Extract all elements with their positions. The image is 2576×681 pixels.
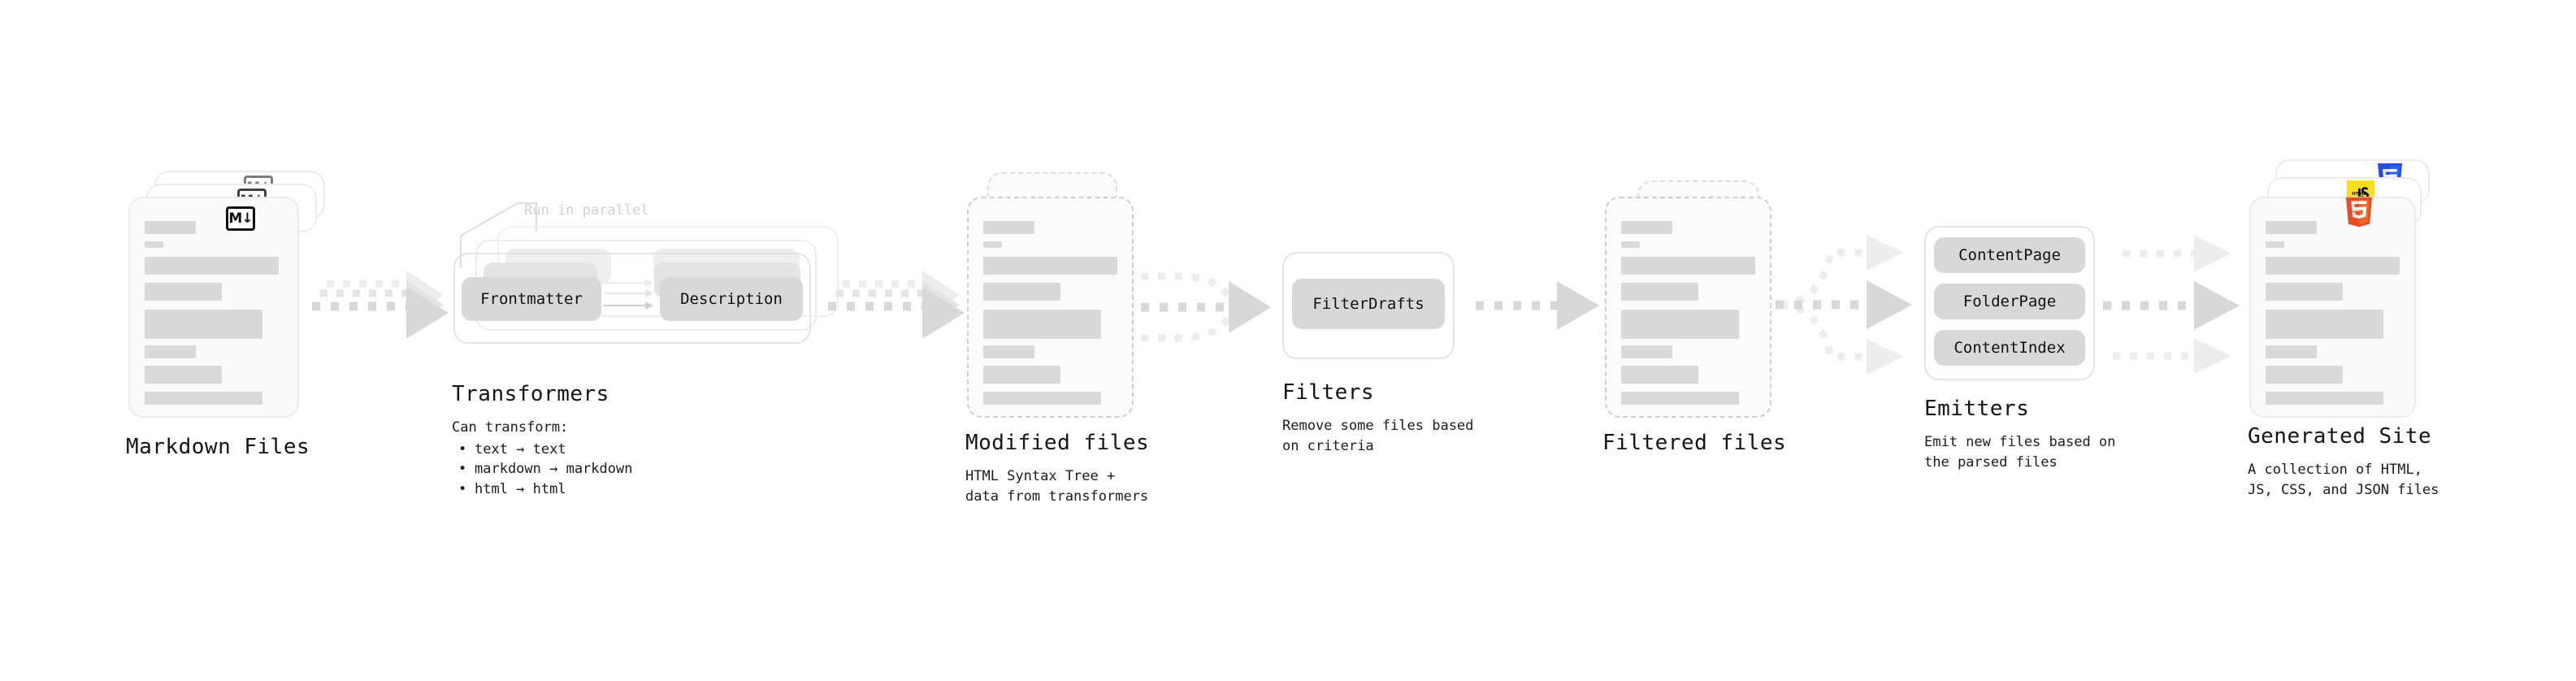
stage-title: Filtered files	[1602, 431, 1787, 455]
html5-icon: HTML	[2345, 192, 2373, 228]
transformer-chip-description[interactable]: Description	[660, 277, 803, 321]
caption-emitters: Emitters Emit new files based on the par…	[1924, 397, 2115, 472]
markdown-file-card-front	[128, 197, 299, 418]
stage-subtitle: Can transform:	[452, 419, 569, 436]
skeleton-line	[2266, 241, 2284, 248]
stage-subtitle: Emit new files based on the parsed files	[1924, 434, 2116, 471]
modified-file-card-front	[967, 197, 1134, 418]
stage-title: Filters	[1282, 380, 1375, 405]
transformer-chip-frontmatter[interactable]: Frontmatter	[462, 277, 601, 321]
list-item: markdown → markdown	[452, 459, 632, 479]
stage-subtitle: HTML Syntax Tree + data from transformer…	[965, 468, 1149, 505]
skeleton-line	[145, 283, 222, 301]
skeleton-line	[1621, 392, 1739, 405]
stage-title: Transformers	[452, 382, 609, 406]
connector-filters-to-filtered	[1476, 281, 1599, 330]
transform-list: text → text markdown → markdown html → h…	[452, 440, 632, 500]
skeleton-line	[983, 366, 1060, 384]
caption-modified-files: Modified files HTML Syntax Tree + data f…	[965, 431, 1149, 506]
skeleton-line	[2266, 345, 2317, 358]
list-item: text → text	[452, 440, 632, 460]
caption-markdown-files: Markdown Files	[126, 435, 310, 459]
skeleton-line	[145, 257, 279, 275]
skeleton-line	[983, 283, 1060, 301]
skeleton-line	[1621, 366, 1698, 384]
skeleton-line	[145, 221, 196, 234]
skeleton-line	[983, 241, 1002, 248]
list-item-label: text → text	[475, 440, 566, 458]
parallel-annotation: Run in parallel	[524, 202, 649, 219]
skeleton-line	[1621, 310, 1739, 339]
stage-title: Emitters	[1924, 397, 2030, 421]
list-item: html → html	[452, 479, 632, 500]
skeleton-line	[983, 257, 1117, 275]
stage-title: Modified files	[965, 431, 1150, 455]
emitter-chip-contentindex[interactable]: ContentIndex	[1934, 330, 2085, 366]
emitters-group	[1924, 226, 2095, 380]
skeleton-line	[2266, 283, 2343, 301]
skeleton-line	[2266, 257, 2400, 275]
chip-label: FolderPage	[1962, 293, 2057, 310]
stage-title: Generated Site	[2248, 424, 2432, 449]
caption-generated-site: Generated Site A collection of HTML, JS,…	[2248, 424, 2439, 500]
skeleton-line	[145, 241, 163, 248]
transformer-group-front	[453, 253, 811, 344]
skeleton-line	[1621, 257, 1755, 275]
chip-label: Frontmatter	[480, 290, 583, 308]
skeleton-line	[983, 345, 1034, 358]
list-item-label: markdown → markdown	[475, 461, 633, 478]
stage-title: Markdown Files	[126, 435, 310, 459]
skeleton-line	[983, 221, 1034, 234]
chip-label: ContentPage	[1958, 246, 2061, 264]
list-item-label: html → html	[475, 480, 566, 497]
markdown-icon: M↓	[226, 206, 255, 231]
chip-label: Description	[680, 290, 783, 308]
connector-markdown-to-transformers	[312, 271, 449, 339]
connector-transformers-to-modified	[828, 271, 965, 339]
filter-chip-filterdrafts[interactable]: FilterDrafts	[1292, 279, 1445, 329]
skeleton-line	[145, 345, 196, 358]
connector-emitters-to-site	[2103, 236, 2240, 374]
skeleton-line	[145, 366, 222, 384]
chip-label: FilterDrafts	[1312, 295, 1425, 313]
emitter-chip-folderpage[interactable]: FolderPage	[1934, 284, 2085, 319]
connector-filtered-to-emitters	[1776, 235, 1912, 375]
skeleton-line	[1621, 221, 1672, 234]
stage-subtitle: Remove some files based on criteria	[1282, 418, 1474, 454]
chip-label: ContentIndex	[1954, 339, 2066, 357]
site-file-card-front	[2249, 197, 2416, 418]
skeleton-line	[2266, 310, 2383, 339]
stage-subtitle: A collection of HTML, JS, CSS, and JSON …	[2248, 462, 2439, 498]
caption-filters: Filters Remove some files based on crite…	[1282, 380, 1473, 456]
svg-text:HTML: HTML	[2352, 192, 2366, 197]
skeleton-line	[1621, 345, 1672, 358]
skeleton-line	[983, 392, 1101, 405]
skeleton-line	[145, 392, 262, 405]
skeleton-line	[2266, 221, 2317, 234]
caption-transformers: Transformers Can transform: text → text …	[452, 382, 632, 500]
skeleton-line	[2266, 366, 2343, 384]
emitter-chip-contentpage[interactable]: ContentPage	[1934, 237, 2085, 273]
filters-group	[1282, 252, 1455, 359]
parallel-bracket	[460, 202, 537, 268]
skeleton-line	[1621, 241, 1640, 248]
skeleton-line	[145, 310, 262, 339]
skeleton-line	[983, 310, 1101, 339]
filtered-file-card-front	[1605, 197, 1772, 418]
connector-modified-to-filters	[1141, 272, 1271, 342]
transformer-inner-arrows	[603, 279, 653, 310]
caption-filtered-files: Filtered files	[1602, 431, 1786, 455]
skeleton-line	[1621, 283, 1698, 301]
skeleton-line	[2266, 392, 2383, 405]
